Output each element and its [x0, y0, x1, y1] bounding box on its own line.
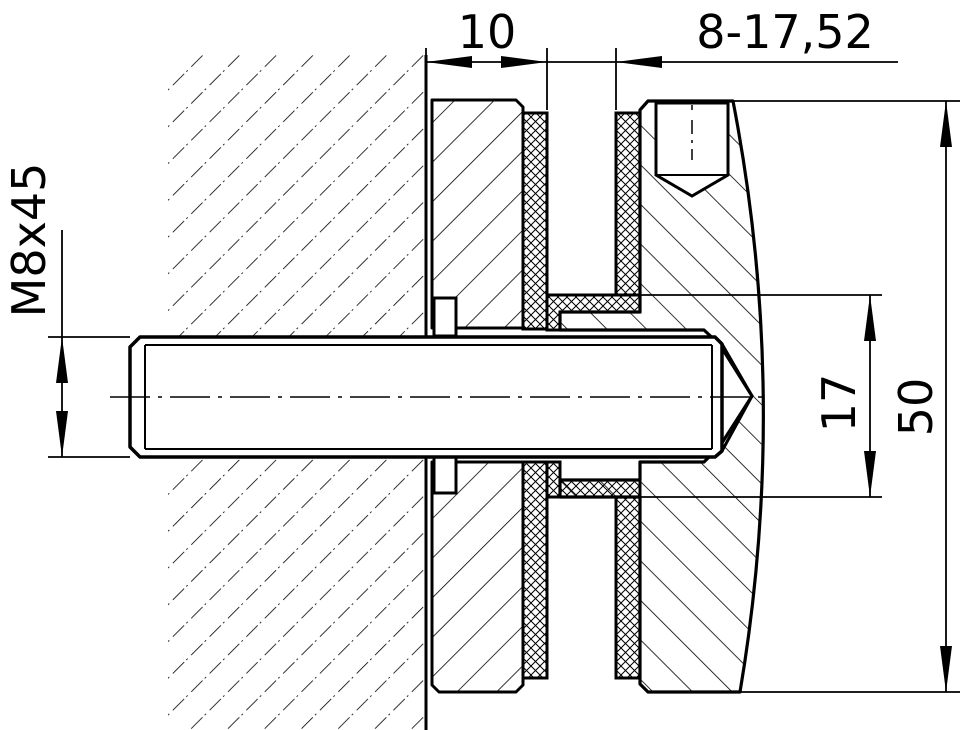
- left-gasket: [521, 111, 549, 680]
- dim-outer-diameter: 50: [889, 378, 943, 437]
- threaded-bolt: [110, 335, 770, 459]
- dim-plate-thickness: 10: [458, 5, 517, 59]
- dimension-lines: [48, 48, 960, 693]
- wall-disc: [430, 98, 525, 694]
- front-cap: [558, 99, 765, 694]
- dim-inner-diameter: 17: [812, 374, 866, 433]
- dim-bolt-spec: M8x45: [2, 163, 56, 318]
- dimension-arrows: [56, 56, 952, 692]
- dim-glass-range: 8-17,52: [696, 5, 874, 59]
